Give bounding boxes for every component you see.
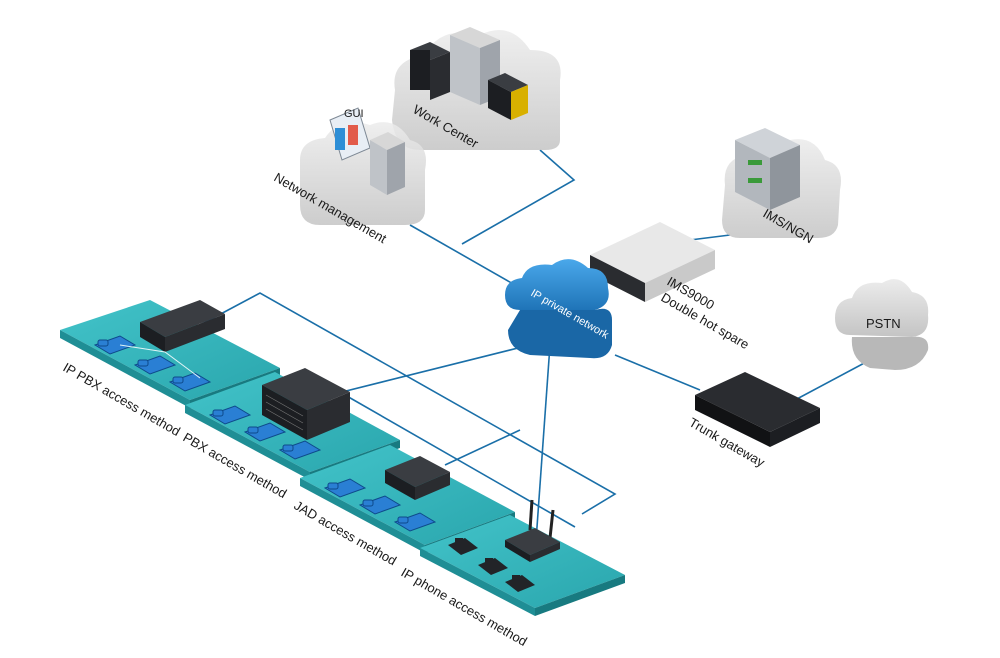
jad-device: [385, 456, 450, 500]
desk-phone-icon: [358, 495, 402, 515]
desk-phone-icon: [133, 355, 177, 375]
desk-phone-icon: [323, 478, 367, 498]
link-jad: [444, 429, 521, 466]
desk-phone-icon: [278, 440, 322, 460]
link-pbx-to-ipphone: [344, 394, 576, 528]
desk-phone-icon: [393, 512, 437, 532]
pbx-device: [262, 368, 350, 440]
phone-icon: [448, 538, 478, 555]
link-ip-pbx: [199, 292, 617, 515]
phone-links: [119, 344, 201, 379]
link-trunk: [614, 354, 701, 391]
phone-icon: [478, 558, 508, 575]
server-rack-icon: [488, 73, 528, 120]
monitor-icon: [329, 107, 371, 161]
label-gui: GUI: [344, 108, 364, 120]
cloud-icon: [505, 259, 612, 359]
link-workcenter: [461, 149, 576, 245]
wifi-router: [505, 499, 560, 562]
link-pstn: [794, 359, 871, 401]
pbx-phones: [208, 405, 322, 460]
server-rack-icon: [735, 128, 800, 210]
phone-icon: [505, 575, 535, 592]
desk-phone-icon: [208, 405, 252, 425]
server-rack-icon: [410, 42, 450, 100]
antenna-icon: [548, 509, 555, 539]
cloud-pstn: [835, 279, 929, 370]
antenna-icon: [528, 499, 534, 531]
ip-phones: [448, 538, 535, 592]
ims9000-device: [590, 222, 715, 302]
trunk-gateway-device: [695, 372, 820, 447]
desk-phone-icon: [93, 335, 137, 355]
jad-phones: [323, 478, 437, 532]
desk-phone-icon: [243, 422, 287, 442]
server-rack-icon: [370, 132, 405, 195]
platform-ip-phone: [420, 515, 625, 616]
link-ipphone: [534, 344, 551, 556]
label-pstn: PSTN: [866, 316, 901, 331]
link-pbx: [329, 339, 551, 396]
ip-pbx-device: [140, 300, 225, 352]
